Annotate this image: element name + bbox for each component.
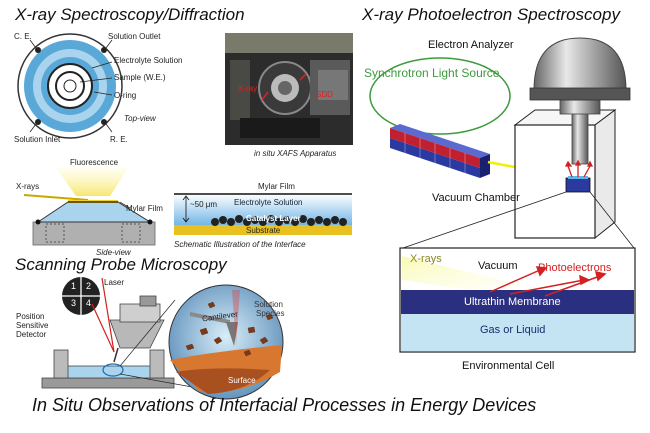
label-quadrant-4: 4	[86, 298, 92, 308]
label-solution-inlet: Solution Inlet	[14, 135, 61, 144]
label-fluorescence: Fluorescence	[70, 158, 119, 167]
label-detector-line2: Sensitive	[16, 321, 49, 330]
side-view-cell	[23, 168, 156, 246]
label-quadrant-1: 1	[71, 281, 77, 291]
label-sample: Sample (W.E.)	[114, 73, 166, 82]
label-quadrant-3: 3	[71, 298, 77, 308]
label-vacuum: Vacuum	[478, 260, 518, 272]
label-interface-mylar: Mylar Film	[258, 182, 295, 191]
footer-caption: In Situ Observations of Interfacial Proc…	[32, 395, 537, 415]
label-laser: Laser	[104, 278, 125, 287]
label-side-view: Side-view	[96, 248, 131, 257]
label-ultrathin-membrane: Ultrathin Membrane	[464, 296, 561, 308]
label-electron-analyzer: Electron Analyzer	[428, 39, 514, 51]
label-solution-line2: Species	[256, 309, 285, 318]
label-detector-line3: Detector	[16, 330, 47, 339]
label-surface: Surface	[228, 376, 256, 385]
label-counter-electrode: C. E.	[14, 32, 32, 41]
interface-schematic	[174, 193, 352, 235]
label-detector-line1: Position	[16, 312, 45, 321]
heading-xray-diffraction: X-ray Spectroscopy/Diffraction	[15, 5, 245, 24]
heading-spm: Scanning Probe Microscopy	[15, 255, 227, 274]
xps-setup	[369, 37, 636, 353]
label-o-ring: O-ring	[114, 91, 137, 100]
label-catalyst-layer: Catalyst Layer	[246, 214, 301, 223]
label-environmental-cell: Environmental Cell	[462, 360, 555, 372]
label-side-xrays: X-rays	[16, 182, 40, 191]
caption-xafs-apparatus: in situ XAFS Apparatus	[254, 149, 337, 158]
label-thickness: ~50 μm	[190, 200, 218, 209]
label-vacuum-chamber: Vacuum Chamber	[432, 192, 520, 204]
label-substrate: Substrate	[246, 226, 281, 235]
top-view-cell	[17, 33, 123, 139]
label-gas-or-liquid: Gas or Liquid	[480, 324, 546, 336]
label-reference-electrode: R. E.	[110, 135, 128, 144]
label-interface-electrolyte: Electrolyte Solution	[234, 198, 303, 207]
label-side-mylar: Mylar Film	[126, 204, 163, 213]
label-electrolyte-solution: Electrolyte Solution	[114, 56, 183, 65]
label-top-view: Top-view	[124, 114, 156, 123]
label-cell-xrays: X-rays	[410, 253, 442, 265]
heading-xps: X-ray Photoelectron Spectroscopy	[362, 5, 620, 24]
caption-interface: Schematic Illustration of the Interface	[174, 240, 306, 249]
label-solution-outlet: Solution Outlet	[108, 32, 161, 41]
label-quadrant-2: 2	[86, 281, 92, 291]
label-photo-sdd: SDD	[316, 90, 333, 99]
label-photoelectrons: Photoelectrons	[538, 262, 612, 274]
label-solution-line1: Solution	[254, 300, 283, 309]
label-synchrotron: Synchrotron Light Source	[364, 66, 500, 80]
label-photo-xray: X-ray	[238, 84, 258, 93]
spm-setup	[41, 277, 284, 400]
xafs-apparatus-photo	[225, 33, 353, 145]
